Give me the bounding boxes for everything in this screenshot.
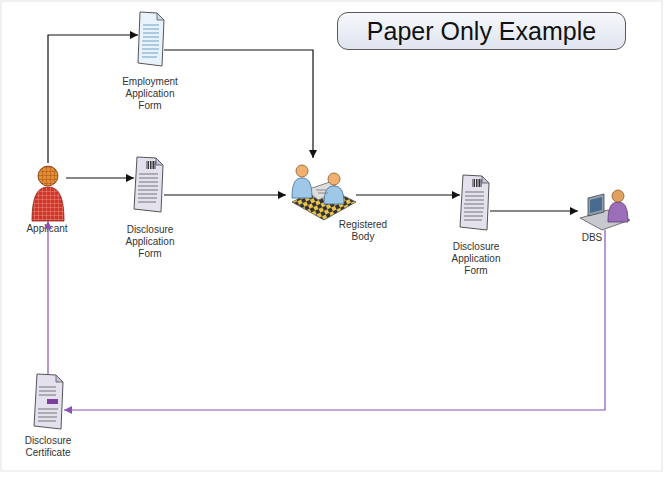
node-text: Disclosure Application Form — [118, 224, 182, 260]
certificate-icon — [34, 374, 63, 429]
node-text: Applicant — [17, 223, 77, 235]
node-label: Disclosure Application Form — [118, 224, 182, 260]
flow-arrow — [164, 194, 286, 195]
icon-node: Applicant — [30, 163, 66, 221]
node-label: DBS — [572, 232, 612, 244]
person-icon — [32, 166, 64, 221]
document-icon — [138, 12, 164, 66]
node-text: Disclosure Application Form — [444, 241, 508, 277]
registered-body-icon — [292, 165, 356, 220]
computer-user-icon — [580, 190, 630, 230]
node-text: DBS — [572, 232, 612, 244]
node-label: Disclosure Certificate — [16, 435, 80, 459]
flow-arrow — [47, 221, 48, 374]
form-icon — [460, 175, 489, 230]
flow-arrow — [356, 194, 460, 195]
node-label: Registered Body — [335, 219, 391, 243]
flow-arrow — [164, 50, 313, 158]
node-text: Registered Body — [335, 219, 391, 243]
diagram-title: Paper Only Example — [367, 17, 596, 46]
node-label: Employment Application Form — [118, 76, 182, 112]
frame — [1, 1, 662, 471]
flow-arrow — [64, 230, 605, 410]
form-icon — [134, 157, 163, 212]
node-label: Disclosure Application Form — [444, 241, 508, 277]
node-label: Applicant — [17, 223, 77, 235]
icon-node: Disclosure Application Form — [134, 157, 164, 213]
icon-node: Disclosure Application Form — [460, 175, 490, 231]
flow-arrow — [490, 210, 578, 211]
title-box: Paper Only Example — [337, 12, 626, 50]
node-text: Employment Application Form — [118, 76, 182, 112]
icon-node: DBS — [578, 188, 632, 230]
node-text: Disclosure Certificate — [16, 435, 80, 459]
icon-node: Registered Body — [286, 158, 356, 220]
icon-node: Disclosure Certificate — [34, 374, 64, 430]
flow-arrow — [66, 177, 134, 178]
flow-arrow — [48, 35, 138, 163]
icon-node: Employment Application Form — [138, 12, 164, 66]
